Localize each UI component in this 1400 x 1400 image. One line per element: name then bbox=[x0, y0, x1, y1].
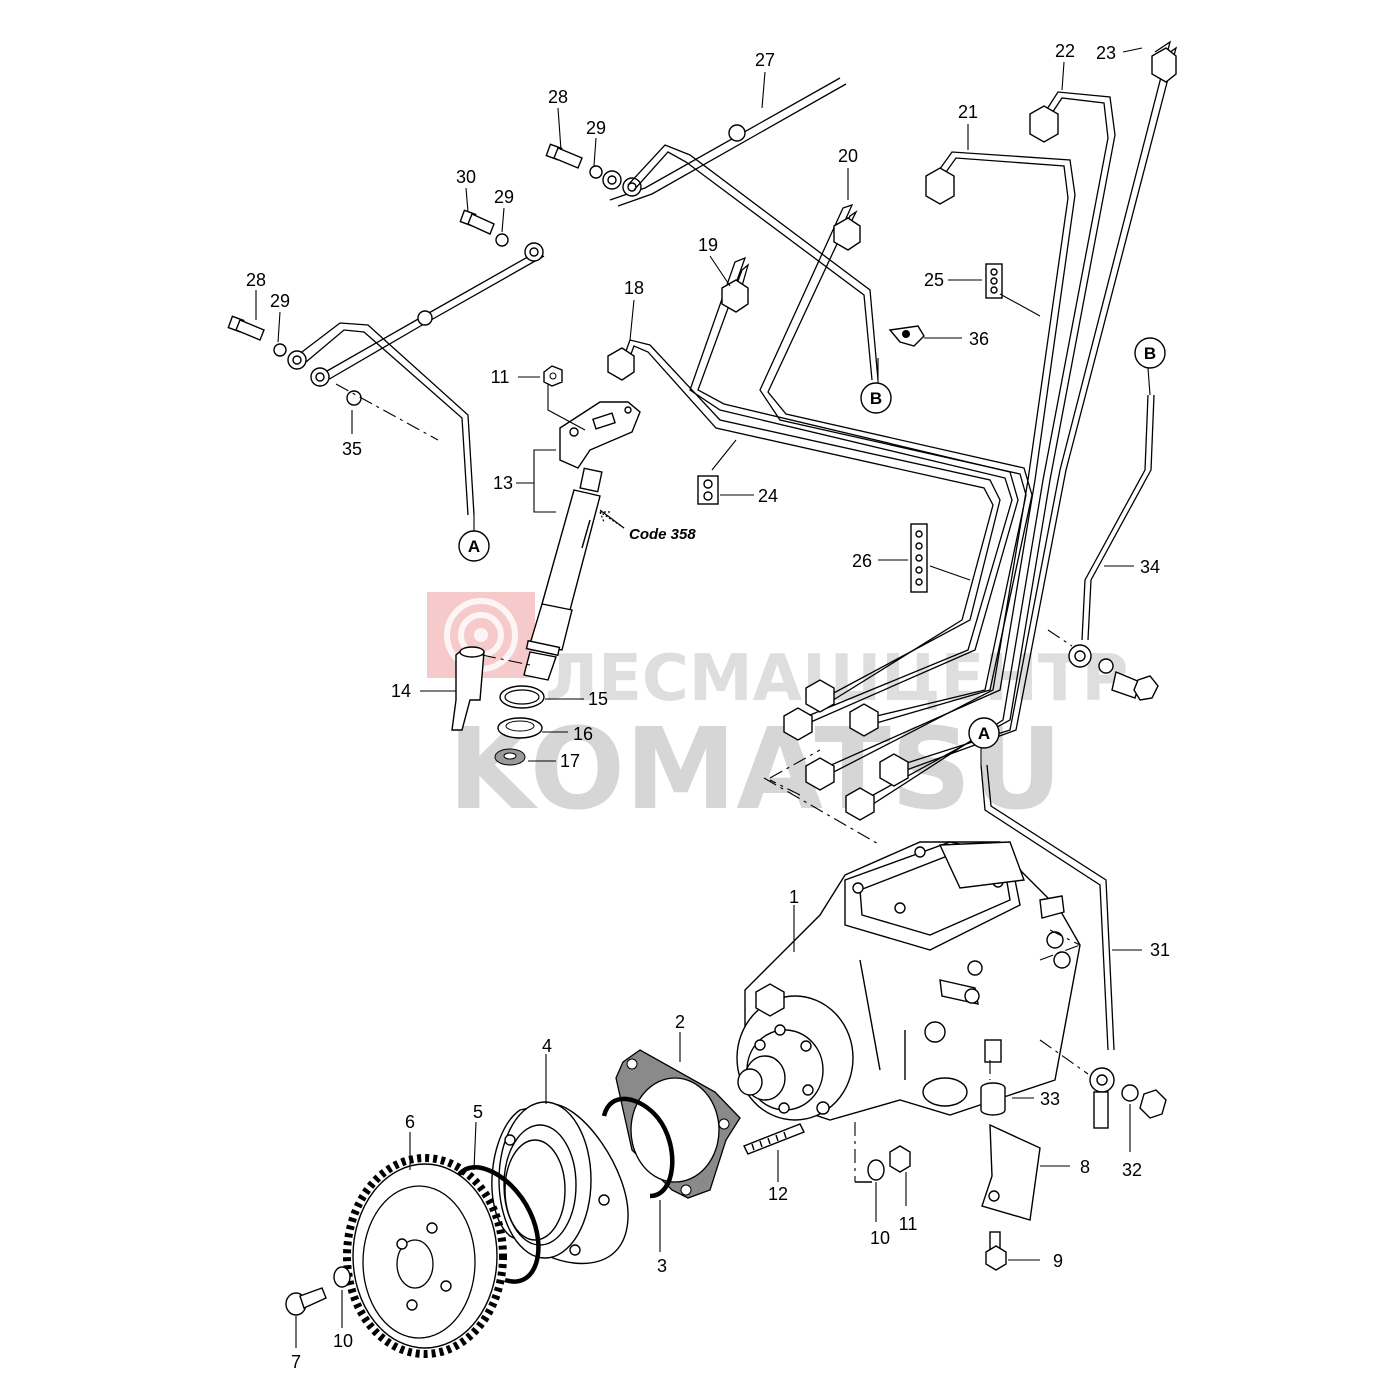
label-part-15[interactable]: 15 bbox=[588, 689, 608, 709]
callout-a-top[interactable]: A bbox=[458, 530, 490, 562]
pipe-to-callout-a-top bbox=[287, 242, 545, 516]
label-part-35[interactable]: 35 bbox=[342, 439, 362, 459]
label-part-36[interactable]: 36 bbox=[969, 329, 989, 349]
label-part-24[interactable]: 24 bbox=[758, 486, 778, 506]
injection-pipes bbox=[287, 40, 1178, 1129]
injection-pump-assembly bbox=[285, 841, 1081, 1358]
pipe-34 bbox=[1068, 394, 1159, 701]
clip-36 bbox=[888, 325, 925, 347]
code-note: Code 358 bbox=[629, 526, 696, 543]
label-part-7[interactable]: 7 bbox=[291, 1352, 301, 1372]
leader-lines bbox=[255, 47, 1151, 1348]
callout-b-left-label: B bbox=[870, 389, 882, 408]
label-part-17[interactable]: 17 bbox=[560, 751, 580, 771]
pipe-end-nuts bbox=[607, 47, 1177, 821]
clamp-25 bbox=[985, 263, 1003, 299]
label-part-2[interactable]: 2 bbox=[675, 1012, 685, 1032]
injector-bracket bbox=[559, 401, 641, 469]
stud-12 bbox=[743, 1123, 805, 1155]
callout-a-top-label: A bbox=[468, 537, 480, 556]
label-part-4[interactable]: 4 bbox=[542, 1036, 552, 1056]
label-part-6[interactable]: 6 bbox=[405, 1112, 415, 1132]
banjo-bolt-30 bbox=[459, 209, 509, 247]
label-part-28-top[interactable]: 28 bbox=[548, 87, 568, 107]
fittings bbox=[227, 143, 1003, 766]
housing-4 bbox=[491, 1101, 629, 1265]
label-part-20[interactable]: 20 bbox=[838, 146, 858, 166]
assembly-centerlines bbox=[335, 383, 1089, 1183]
label-part-9[interactable]: 9 bbox=[1053, 1251, 1063, 1271]
label-part-12[interactable]: 12 bbox=[768, 1184, 788, 1204]
nut-11-top bbox=[543, 365, 563, 387]
nozzle-14 bbox=[451, 646, 485, 731]
spacer-33 bbox=[980, 1082, 1006, 1116]
label-part-13[interactable]: 13 bbox=[493, 473, 513, 493]
label-part-3[interactable]: 3 bbox=[657, 1256, 667, 1276]
injector-13 bbox=[523, 467, 603, 681]
bolt-7 bbox=[285, 1287, 327, 1316]
label-part-14[interactable]: 14 bbox=[391, 681, 411, 701]
label-part-11-top[interactable]: 11 bbox=[491, 367, 510, 387]
label-part-23[interactable]: 23 bbox=[1096, 43, 1116, 63]
seal-16 bbox=[497, 717, 543, 739]
label-part-18[interactable]: 18 bbox=[624, 278, 644, 298]
nut-11-right bbox=[889, 1145, 911, 1173]
label-part-16[interactable]: 16 bbox=[573, 724, 593, 744]
label-part-34[interactable]: 34 bbox=[1140, 557, 1160, 577]
label-part-10-right[interactable]: 10 bbox=[870, 1228, 890, 1248]
callout-b-right-label: B bbox=[1144, 344, 1156, 363]
label-part-1[interactable]: 1 bbox=[789, 887, 799, 907]
label-part-11-bottom[interactable]: 11 bbox=[899, 1214, 918, 1234]
label-part-29-top[interactable]: 29 bbox=[586, 118, 606, 138]
bolt-9 bbox=[985, 1231, 1007, 1271]
gear-6 bbox=[343, 1154, 507, 1358]
label-part-26[interactable]: 26 bbox=[852, 551, 872, 571]
banjo-bolt-28-upper bbox=[545, 143, 603, 179]
label-part-19[interactable]: 19 bbox=[698, 235, 718, 255]
pipe-31 bbox=[980, 764, 1167, 1129]
callout-b-right[interactable]: B bbox=[1134, 337, 1166, 369]
watermark-text-line2: KOMATSU bbox=[448, 705, 1062, 835]
washer-10-right bbox=[867, 1159, 885, 1181]
pipe-to-callout-b bbox=[627, 144, 879, 381]
o-ring-15 bbox=[499, 685, 545, 709]
label-part-29-bottom[interactable]: 29 bbox=[270, 291, 290, 311]
pump-body-1 bbox=[736, 841, 1081, 1121]
circlip-5 bbox=[451, 1165, 541, 1284]
label-part-28-bottom[interactable]: 28 bbox=[246, 270, 266, 290]
label-part-22[interactable]: 22 bbox=[1055, 41, 1075, 61]
watermark: ЛЕСМАШЦЕНТР KOMATSU bbox=[427, 592, 1128, 835]
washer-17 bbox=[494, 748, 526, 766]
label-part-8[interactable]: 8 bbox=[1080, 1157, 1090, 1177]
pipe-27 bbox=[602, 77, 847, 207]
part-labels: 1 2 3 4 5 6 7 8 9 10 10 11 11 12 13 14 1… bbox=[246, 41, 1170, 1372]
washer-10-left bbox=[333, 1266, 351, 1288]
label-part-5[interactable]: 5 bbox=[473, 1102, 483, 1122]
label-part-32[interactable]: 32 bbox=[1122, 1160, 1142, 1180]
label-part-30[interactable]: 30 bbox=[456, 167, 476, 187]
bracket-8 bbox=[981, 1123, 1041, 1221]
callout-a-bottom[interactable]: A bbox=[968, 717, 1000, 749]
banjo-bolt-28-lower bbox=[227, 315, 287, 357]
label-part-27[interactable]: 27 bbox=[755, 50, 775, 70]
callout-a-bottom-label: A bbox=[978, 724, 990, 743]
callout-b-left[interactable]: B bbox=[860, 382, 892, 414]
o-ring-3 bbox=[601, 1096, 675, 1199]
gasket-2 bbox=[615, 1049, 741, 1199]
label-part-25[interactable]: 25 bbox=[924, 270, 944, 290]
label-part-33[interactable]: 33 bbox=[1040, 1089, 1060, 1109]
pipe-bundle-main bbox=[621, 40, 1178, 807]
washer-35 bbox=[346, 390, 362, 406]
label-part-31[interactable]: 31 bbox=[1150, 940, 1170, 960]
clamp-24 bbox=[697, 475, 719, 505]
label-part-10-left[interactable]: 10 bbox=[333, 1331, 353, 1351]
clamp-26 bbox=[910, 523, 928, 593]
code-note-arrow-icon bbox=[599, 511, 625, 529]
label-part-21[interactable]: 21 bbox=[958, 102, 978, 122]
label-part-29-middle[interactable]: 29 bbox=[494, 187, 514, 207]
